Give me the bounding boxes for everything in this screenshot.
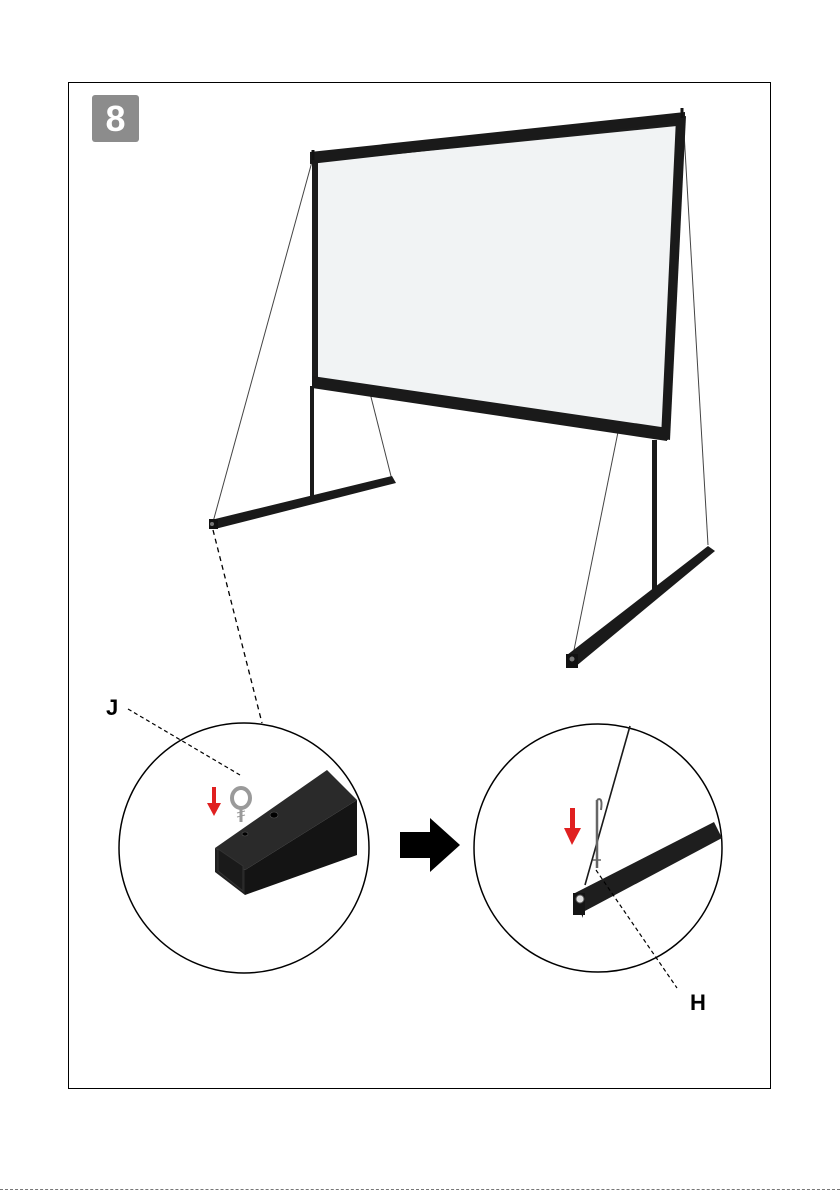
projector-screen-assembly — [209, 108, 715, 668]
detail-circle-left — [119, 723, 369, 973]
wire-left-back — [370, 393, 392, 480]
wire-left-front — [213, 158, 313, 522]
callout-label-j: J — [106, 695, 118, 721]
right-base-bar — [567, 546, 715, 667]
left-pole — [310, 386, 314, 498]
page-bottom-rule — [0, 1189, 840, 1190]
callout-label-h: H — [690, 990, 706, 1016]
left-base-bar — [211, 476, 396, 529]
right-arrow-icon — [400, 818, 460, 872]
wire-right-back — [683, 115, 708, 545]
right-pole — [652, 440, 657, 598]
zoom-leader-line — [213, 530, 262, 723]
detail-circle-right — [474, 724, 722, 972]
